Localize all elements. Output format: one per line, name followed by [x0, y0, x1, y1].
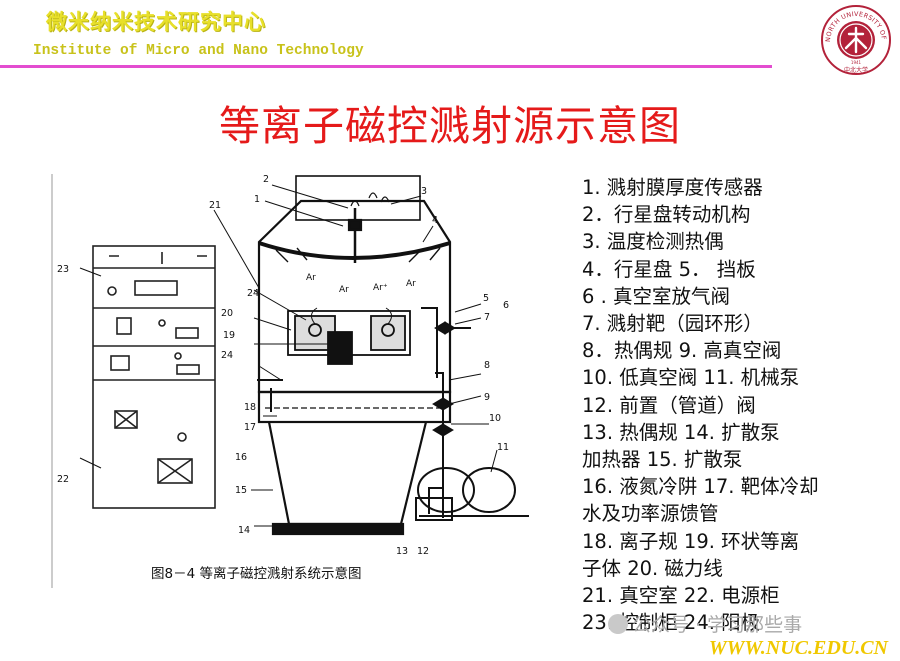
legend-item: 18. 离子规 19. 环状等离 [582, 529, 800, 553]
legend-item: 12. 前置（管道）阀 [582, 393, 756, 417]
gas-labels: Ar Ar Ar⁺ Ar [306, 273, 416, 295]
sputter-target [287, 307, 411, 365]
legend-item: 1. 溅射膜厚度传感器 [582, 176, 763, 199]
institute-name-en: Institute of Micro and Nano Technology [33, 43, 364, 59]
callout-label: 13 [396, 546, 408, 557]
figure-caption: 图8－4 等离子磁控溅射系统示意图 [151, 565, 361, 582]
wechat-icon [608, 614, 628, 634]
callout-label: 2 [263, 174, 269, 185]
legend-item: 水及功率源馈管 [582, 502, 719, 526]
callout-label: 16 [235, 452, 247, 463]
legend-item: 7. 溅射靶（园环形） [582, 312, 763, 336]
magnetron-sputtering-diagram: Ar Ar Ar⁺ Ar [51, 168, 559, 593]
logo-year: 1941 [851, 60, 862, 65]
callout-label: 3 [421, 186, 427, 197]
diffusion-pump [257, 390, 452, 536]
header-divider [0, 65, 772, 68]
legend-item: 16. 液氮冷阱 17. 靶体冷却 [582, 475, 819, 499]
callout-label: 21 [209, 200, 221, 211]
gas-label: Ar⁺ [373, 283, 388, 293]
callout-label: 4 [432, 215, 438, 226]
legend-item: 6 . 真空室放气阀 [582, 284, 731, 308]
callout-label: 9 [484, 392, 490, 403]
gas-label: Ar [306, 273, 316, 283]
callout-label: 6 [503, 300, 509, 311]
legend-item: 21. 真空室 22. 电源柜 [582, 584, 780, 608]
callout-label: 7 [484, 312, 490, 323]
callout-leaders [79, 184, 498, 527]
legend-item: 13. 热偶规 14. 扩散泵 [582, 420, 780, 444]
callout-label: 8 [484, 360, 490, 371]
callout-label: 14 [238, 525, 250, 536]
callout-label: 12 [417, 546, 429, 557]
watermark: 公众号 · 学习那些事 [608, 610, 802, 637]
slide-title: 等离子磁控溅射源示意图 [219, 102, 681, 150]
legend-item: 8．热偶规 9. 高真空阀 [582, 339, 782, 363]
callout-label: 20 [221, 308, 233, 319]
institute-name-cn: 微米纳米技术研究中心 [46, 10, 266, 34]
callout-label: 19 [223, 330, 235, 341]
university-seal-logo: NORTH UNIVERSITY OF CHINA 1941 中北大学 [820, 4, 891, 75]
site-url: WWW.NUC.EDU.CN [708, 637, 888, 659]
legend-item: 2．行星盘转动机构 [582, 203, 751, 227]
callout-label: 5 [483, 293, 489, 304]
component-legend: 1. 溅射膜厚度传感器 2．行星盘转动机构 3. 温度检测热偶 4．行星盘 5．… [582, 174, 892, 636]
legend-item: 10. 低真空阀 11. 机械泵 [582, 366, 800, 390]
callout-label: 17 [244, 422, 256, 433]
legend-item: 加热器 15. 扩散泵 [582, 448, 743, 472]
gas-label: Ar [406, 279, 416, 289]
gas-label: Ar [339, 285, 349, 295]
callout-label: 18 [244, 402, 256, 413]
vacuum-piping [257, 307, 471, 518]
legend-item: 3. 温度检测热偶 [582, 230, 724, 254]
watermark-text: 公众号 · 学习那些事 [632, 614, 803, 636]
control-cabinet [92, 245, 216, 509]
callout-label: 11 [497, 442, 509, 453]
callout-label: 24 [221, 350, 233, 361]
callout-label: 24 [247, 288, 259, 299]
callout-label: 10 [489, 413, 501, 424]
callout-numbers: 2 1 3 4 21 24 20 19 24 18 17 16 15 14 5 … [57, 174, 509, 557]
legend-item: 4．行星盘 5． 挡板 [582, 257, 756, 281]
logo-script: 中北大学 [844, 66, 868, 74]
callout-label: 22 [57, 474, 69, 485]
mechanical-pump [415, 467, 529, 521]
callout-label: 15 [235, 485, 247, 496]
callout-label: 1 [254, 194, 260, 205]
legend-item: 子体 20. 磁力线 [582, 556, 723, 580]
callout-label: 23 [57, 264, 69, 275]
